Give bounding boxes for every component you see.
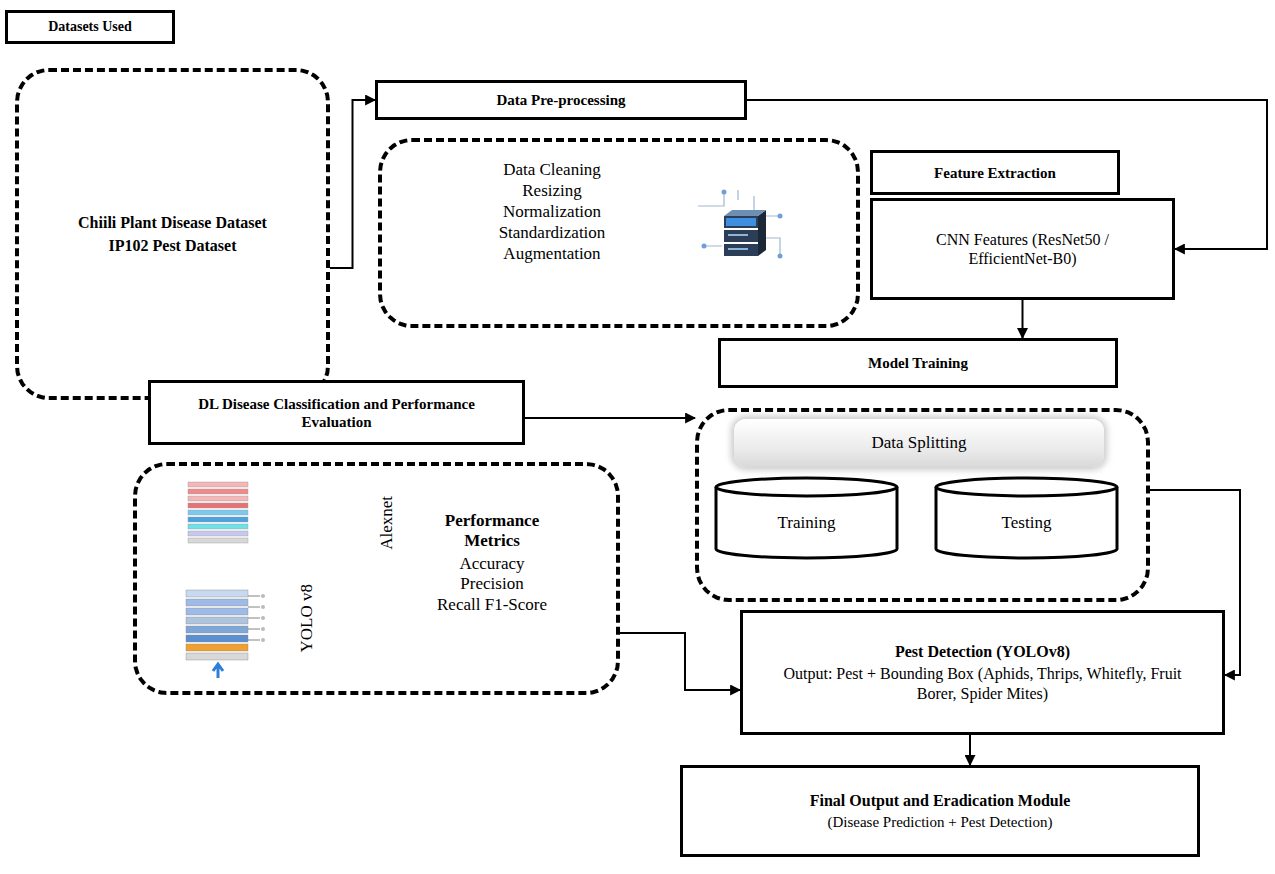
label-text: IP102 Pest Dataset bbox=[109, 236, 237, 255]
process-box: Feature Extraction bbox=[870, 150, 1120, 195]
label-text: (Disease Prediction + Pest Detection) bbox=[827, 813, 1052, 831]
arrow-connector bbox=[1022, 300, 1024, 338]
label-text: Training bbox=[778, 513, 836, 533]
label-text: Accuracy Precision Recall F1-Score bbox=[437, 554, 547, 615]
dashed-region: Data SplittingTraining Testing bbox=[695, 408, 1150, 602]
label-text: Testing bbox=[1002, 513, 1052, 533]
label-text: Augmentation bbox=[422, 244, 682, 264]
dashed-region: Data CleaningResizingNormalizationStanda… bbox=[378, 138, 860, 328]
label-text: Standardization bbox=[422, 223, 682, 243]
label-text: Data Splitting bbox=[872, 433, 967, 453]
label-text: Normalization bbox=[422, 202, 682, 222]
label-text: Data Pre-processing bbox=[496, 91, 625, 109]
label-text: Feature Extraction bbox=[934, 164, 1056, 182]
process-box: Data Pre-processing bbox=[375, 80, 747, 120]
label-text: Alexnet bbox=[377, 496, 397, 550]
label-text: Pest Detection (YOLOv8) bbox=[895, 642, 1070, 661]
data-cylinder: Testing bbox=[934, 476, 1119, 560]
label-text: Output: Pest + Bounding Box (Aphids, Thr… bbox=[763, 664, 1203, 702]
label-text: Datasets Used bbox=[48, 19, 132, 36]
label-text: Model Training bbox=[868, 354, 968, 372]
process-box: Final Output and Eradication Module (Dise… bbox=[680, 765, 1200, 857]
process-box: Pest Detection (YOLOv8) Output: Pest + Bo… bbox=[740, 610, 1225, 735]
process-box: Model Training bbox=[718, 338, 1118, 388]
arrow-connector bbox=[969, 735, 971, 765]
data-cylinder: Training bbox=[714, 476, 899, 560]
label-text: Resizing bbox=[422, 181, 682, 201]
label-text: Data Cleaning bbox=[422, 160, 682, 180]
dashed-region: Chiili Plant Disease DatasetIP102 Pest D… bbox=[15, 68, 330, 400]
label-text: DL Disease Classification and Performanc… bbox=[172, 395, 502, 431]
arrow-connector bbox=[525, 417, 695, 419]
process-box: Data Splitting bbox=[734, 419, 1104, 467]
process-box: CNN Features (ResNet50 / EfficientNet-B0… bbox=[870, 198, 1175, 300]
server-illustration bbox=[694, 186, 784, 266]
arrow-connector bbox=[620, 633, 740, 690]
process-box: DL Disease Classification and Performanc… bbox=[148, 380, 525, 445]
label-text: Performance Metrics bbox=[422, 511, 562, 552]
label-text: YOLO v8 bbox=[297, 584, 317, 652]
dashed-region: YOLO v8 Alexnet Performance MetricsAccurac… bbox=[133, 462, 620, 695]
process-box: Datasets Used bbox=[5, 10, 175, 44]
thumbs-illustration bbox=[182, 478, 277, 688]
label-text: CNN Features (ResNet50 / EfficientNet-B0… bbox=[898, 230, 1148, 268]
label-text: Final Output and Eradication Module bbox=[810, 791, 1071, 810]
label-text: Chiili Plant Disease Dataset bbox=[73, 213, 273, 232]
arrow-connector bbox=[330, 100, 375, 268]
